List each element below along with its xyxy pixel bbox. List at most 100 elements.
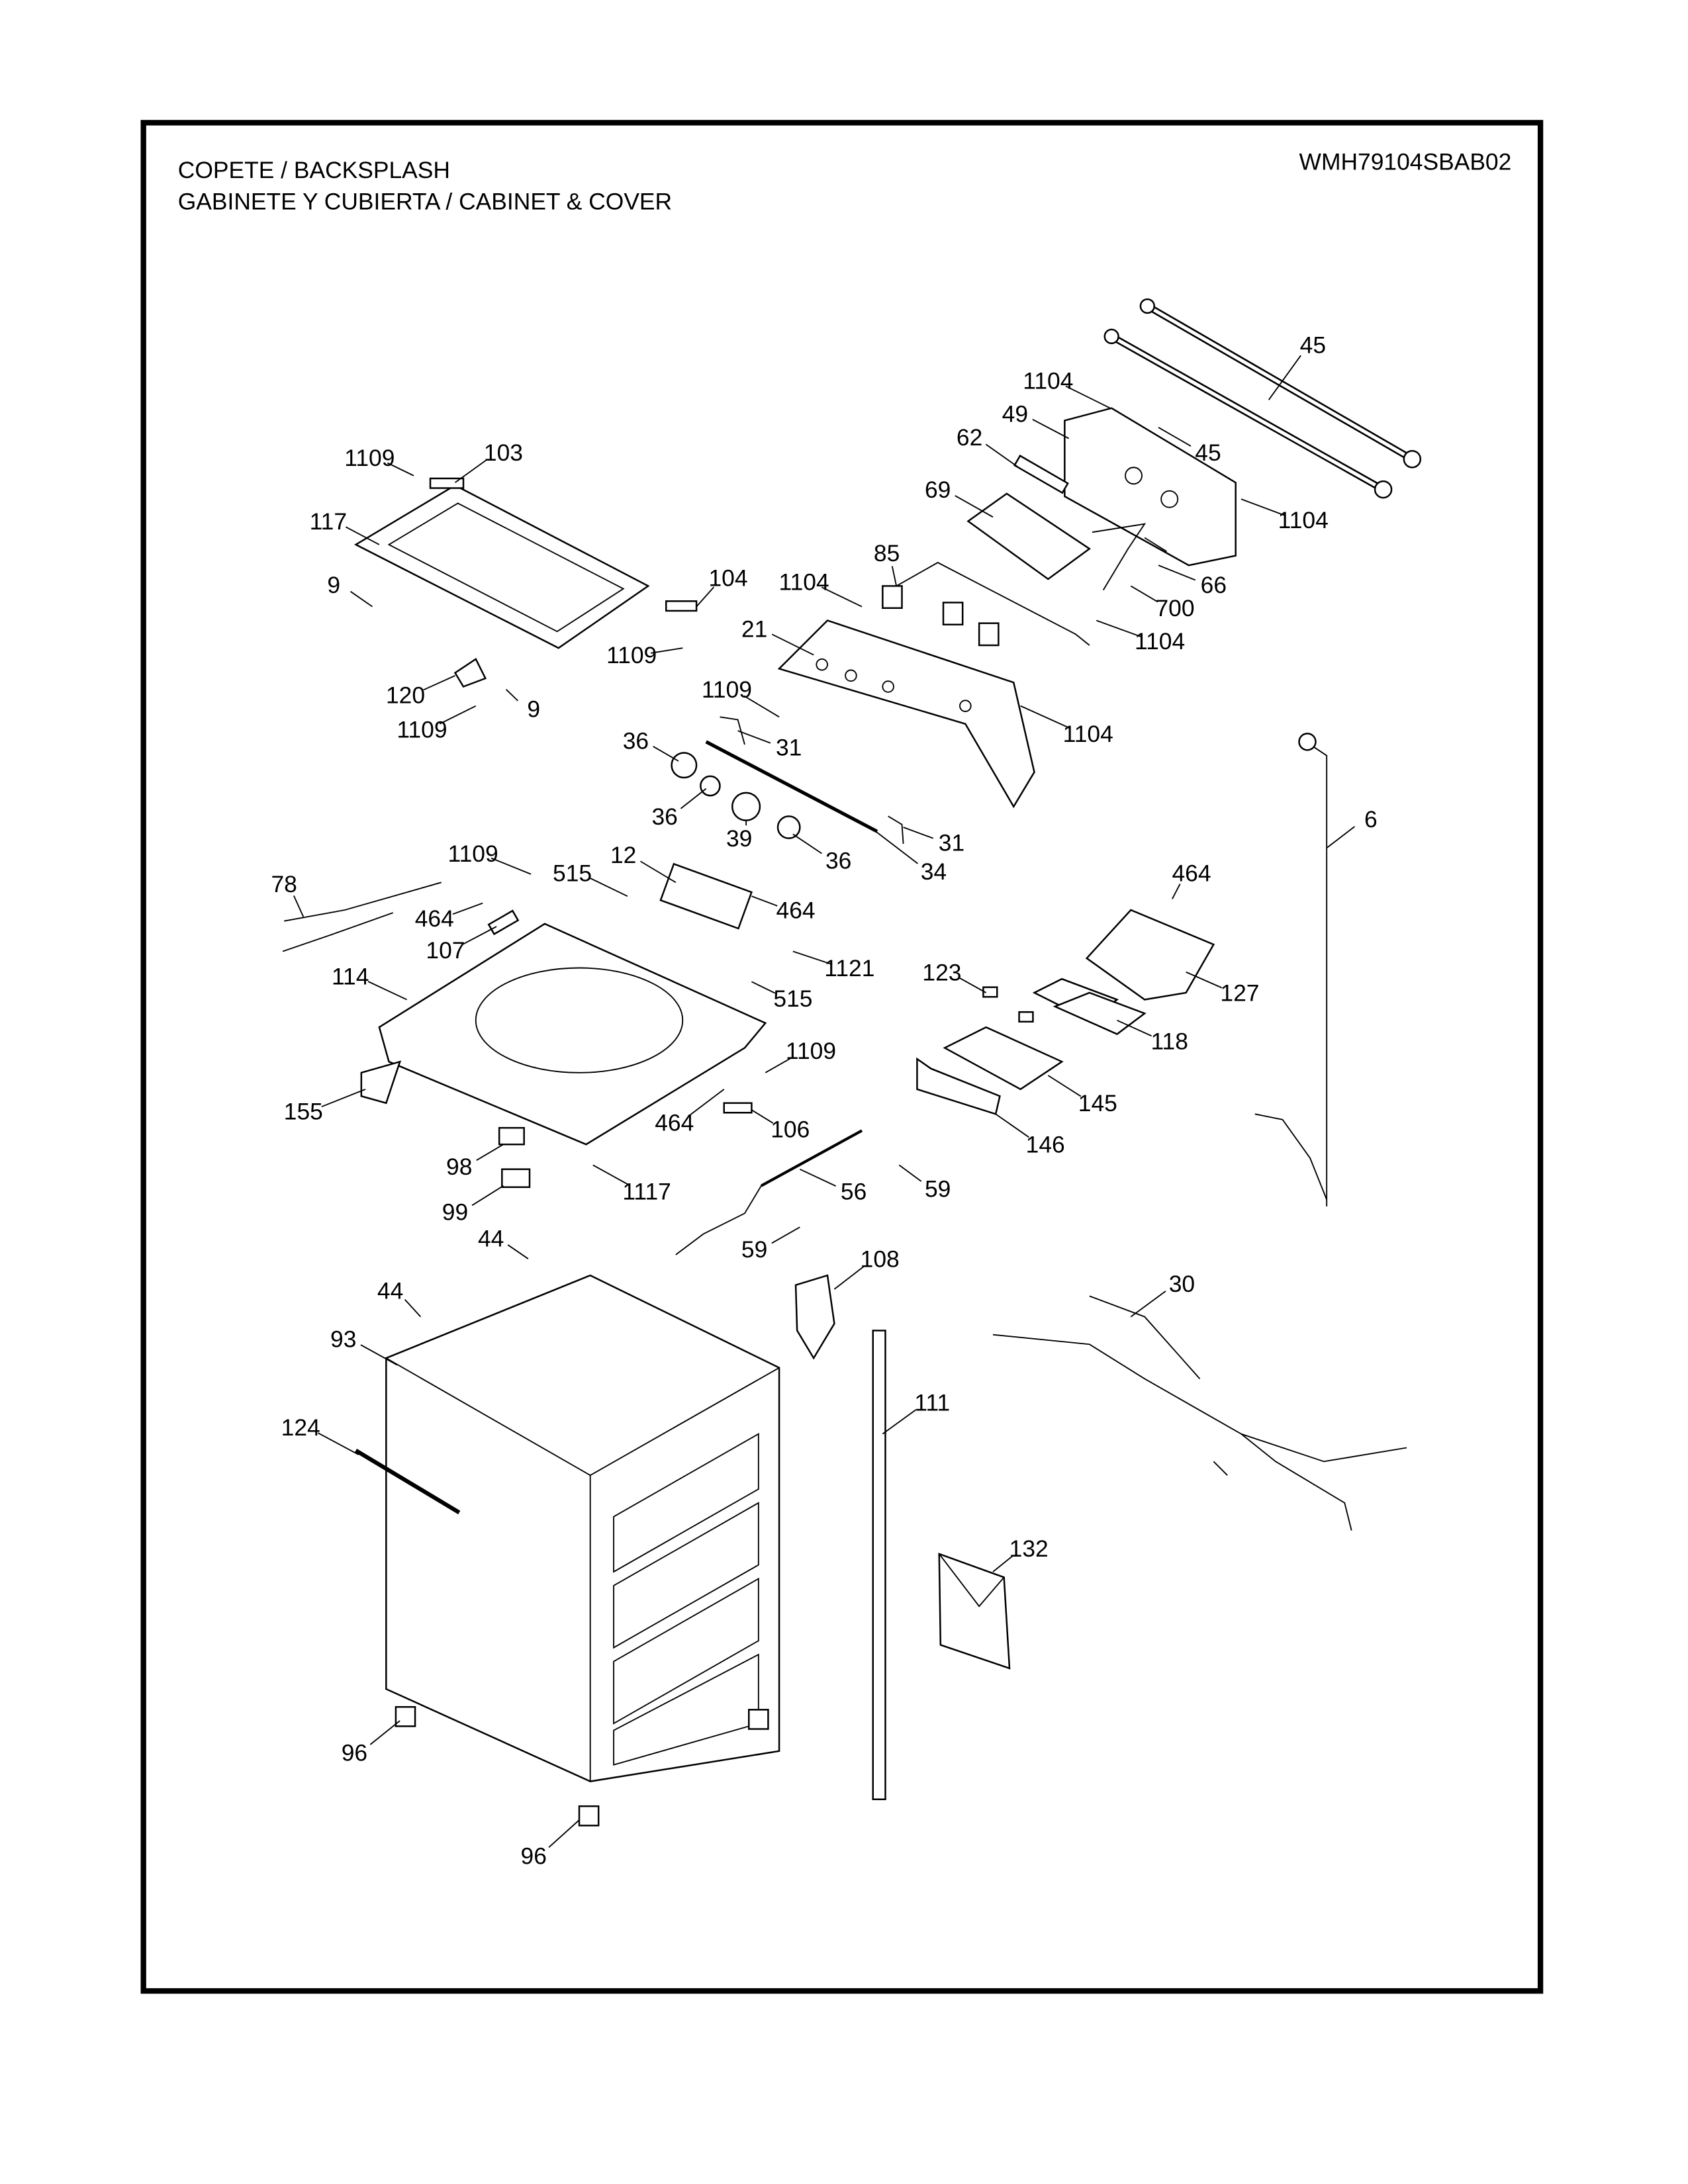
leader-line [452,902,483,915]
part-callout-56: 56 [841,1178,867,1205]
leader-line [590,878,628,897]
part-callout-45: 45 [1195,439,1221,466]
dispenser-housing [1085,909,1215,1001]
leader-line [1158,565,1196,581]
leader-line [350,590,373,608]
knob [700,775,721,797]
leader-line [891,566,898,586]
part-callout-515: 515 [773,985,812,1012]
part-callout-700: 700 [1155,595,1194,621]
wire-harness [282,882,442,952]
part-callout-69: 69 [925,477,951,503]
part-callout-1104: 1104 [779,569,829,596]
leader-line [318,1432,359,1455]
part-callout-49: 49 [1002,401,1028,428]
leader-line [765,1056,794,1073]
part-callout-36: 36 [623,727,649,754]
part-callout-127: 127 [1220,980,1259,1007]
leader-line [771,633,814,656]
leader-line [959,977,987,993]
part-callout-1104: 1104 [1135,628,1185,655]
knob [776,815,801,839]
part-callout-1109: 1109 [397,717,447,743]
leader-line [476,1144,504,1161]
leader-line [548,1819,580,1848]
part-callout-59: 59 [741,1236,767,1263]
leader-line [751,981,776,994]
leader-line [751,895,778,907]
leader-line [955,495,994,518]
leader-line [985,443,1021,470]
leader-line [1241,498,1286,516]
leader-line [1130,585,1158,603]
part-callout-44: 44 [478,1225,504,1251]
manual [938,1553,1011,1670]
leader-line [367,981,407,1001]
dispenser-drawer [943,1026,1064,1091]
leader-line [1130,1291,1166,1318]
leader-line [751,1109,774,1124]
leader-line [293,895,305,917]
leader-line [690,1089,725,1116]
part-callout-107: 107 [426,937,465,964]
water-valve [659,862,753,930]
part-callout-93: 93 [330,1326,356,1352]
part-callout-515: 515 [553,860,592,886]
part-callout-59: 59 [925,1175,951,1202]
drain-tube [872,1330,886,1800]
hinge [665,600,698,612]
part-callout-1121: 1121 [824,955,874,981]
leader-line [696,586,715,608]
leader-line [680,788,707,809]
part-callout-1117: 1117 [622,1178,671,1205]
leader-line [369,1720,400,1745]
leader-line [799,1168,836,1187]
part-callout-132: 132 [1009,1535,1049,1562]
leader-line [1096,619,1142,638]
part-callout-104: 104 [708,565,747,591]
leader-line [1117,1019,1152,1037]
leader-line [743,695,780,718]
leader-line [882,1409,917,1435]
part-callout-1109: 1109 [448,841,498,867]
leader-line [995,1113,1029,1138]
part-callout-34: 34 [921,858,947,885]
parts-drawings [282,298,1422,1827]
part-callout-464: 464 [655,1109,694,1136]
knob [731,792,761,821]
leader-line [1172,884,1181,899]
leader-line [875,831,918,864]
leader-line [360,1344,398,1366]
part-callout-1109: 1109 [786,1038,836,1064]
leader-line [507,1244,529,1259]
lid-lock [453,658,487,688]
switch [942,602,964,625]
leader-line [387,462,414,477]
power-cord [1305,741,1328,1206]
title-line-2: GABINETE Y CUBIERTA / CABINET & COVER [178,189,672,215]
leader-line [592,1164,630,1186]
wire-harness [992,1295,1407,1531]
part-callout-78: 78 [271,871,297,897]
leader-line [653,746,679,762]
part-callout-1104: 1104 [1278,507,1329,533]
part-callout-120: 120 [386,682,425,709]
part-callout-1104: 1104 [1023,368,1073,394]
leader-line [505,688,519,702]
part-callout-108: 108 [861,1246,900,1273]
leader-line [404,1298,422,1318]
part-callout-39: 39 [726,825,752,852]
leader-line [1326,826,1356,848]
leader-line [1268,355,1301,400]
part-callout-62: 62 [957,424,982,451]
bracket [1013,454,1069,494]
part-callout-1109: 1109 [344,445,395,471]
part-callout-99: 99 [442,1199,468,1226]
part-callout-464: 464 [776,897,816,924]
switch [882,585,903,609]
leader-line [345,526,380,545]
part-callout-6: 6 [1364,806,1378,833]
leader-line [898,1164,922,1182]
